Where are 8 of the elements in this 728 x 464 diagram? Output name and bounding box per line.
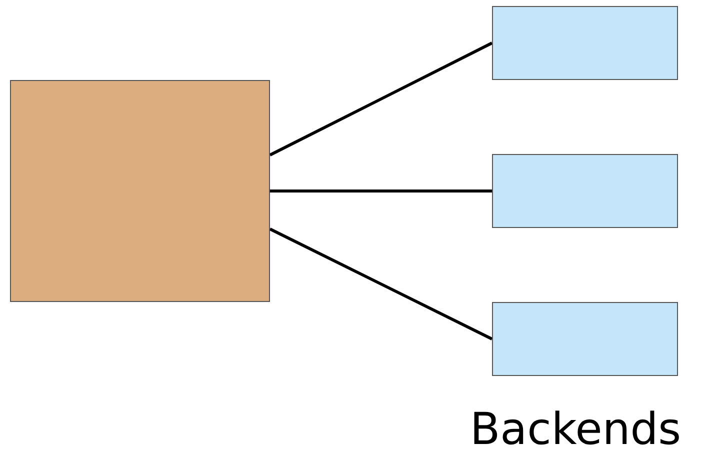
connector-line — [269, 228, 493, 340]
frontend-box — [10, 80, 270, 302]
backend-box — [492, 154, 678, 228]
connector-line — [269, 42, 493, 156]
backend-box — [492, 6, 678, 80]
group-caption: Backends — [470, 408, 682, 452]
backend-box — [492, 302, 678, 376]
connector-line — [270, 190, 492, 192]
